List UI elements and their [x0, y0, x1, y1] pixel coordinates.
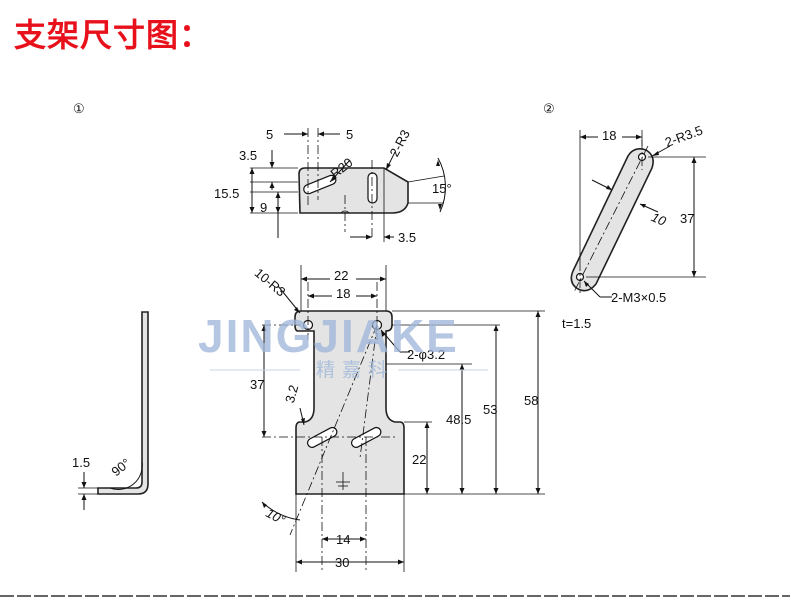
watermark-cjk: 精嘉科 — [316, 359, 394, 381]
dim-slot-3-2: 3.2 — [282, 383, 301, 404]
dim-hole-pitch-18: 18 — [336, 286, 350, 301]
dim-angle-10: 10° — [263, 505, 287, 527]
dim-height-58: 58 — [524, 393, 538, 408]
dim-top-5-left: 5 — [266, 127, 273, 142]
dim-top-15-deg: 15° — [432, 181, 452, 196]
bracket-outline — [294, 310, 405, 495]
dim-base-height-22: 22 — [412, 452, 426, 467]
dim-width-22: 22 — [334, 268, 348, 283]
watermark-latin: JINGJIAKE — [198, 310, 459, 362]
dim-side-90-deg: 90° — [108, 455, 133, 479]
view1-front-view: 10-R3 22 18 2-φ3.2 37 3.2 48.5 — [250, 265, 545, 572]
dim2-height-37: 37 — [680, 211, 694, 226]
view1-marker: ① — [73, 101, 85, 116]
dim-top-2-r3: 2-R3 — [386, 127, 412, 159]
dim-side-thickness: 1.5 — [72, 455, 90, 470]
page-title: 支架尺寸图： — [14, 16, 213, 54]
watermark: JINGJIAKE 精嘉科 — [198, 310, 488, 381]
dim-top-3-5-bottom: 3.5 — [398, 230, 416, 245]
dim-height-53: 53 — [483, 402, 497, 417]
dim-width-30: 30 — [335, 555, 349, 570]
dim-slot-pitch-14: 14 — [336, 532, 350, 547]
dim-top-9: 9 — [260, 200, 267, 215]
view1-top-view: 5 5 3.5 15.5 9 R20 2-R3 15° — [214, 127, 452, 245]
view1-side-view: 1.5 90° — [72, 311, 149, 510]
dim-top-3-5: 3.5 — [239, 148, 257, 163]
dim-height-48-5: 48.5 — [446, 412, 471, 427]
dim-top-5-right: 5 — [346, 127, 353, 142]
view2-drawing: 18 2-R3.5 37 10 2-M3×0.5 t=1.5 — [562, 122, 706, 331]
dim-top-15-5: 15.5 — [214, 186, 239, 201]
dim-height-37: 37 — [250, 377, 264, 392]
dim2-width-10: 10 — [649, 209, 669, 229]
bracket2-outline — [570, 148, 654, 292]
dim-hole-dia: 2-φ3.2 — [407, 347, 445, 362]
dim2-thickness: t=1.5 — [562, 316, 591, 331]
dim2-width-18: 18 — [602, 128, 616, 143]
view2-marker: ② — [543, 101, 555, 116]
dim-10-r3: 10-R3 — [252, 265, 289, 299]
dim2-thread: 2-M3×0.5 — [611, 290, 666, 305]
dim2-radius: 2-R3.5 — [663, 122, 705, 149]
top-slot-vertical — [367, 172, 378, 204]
